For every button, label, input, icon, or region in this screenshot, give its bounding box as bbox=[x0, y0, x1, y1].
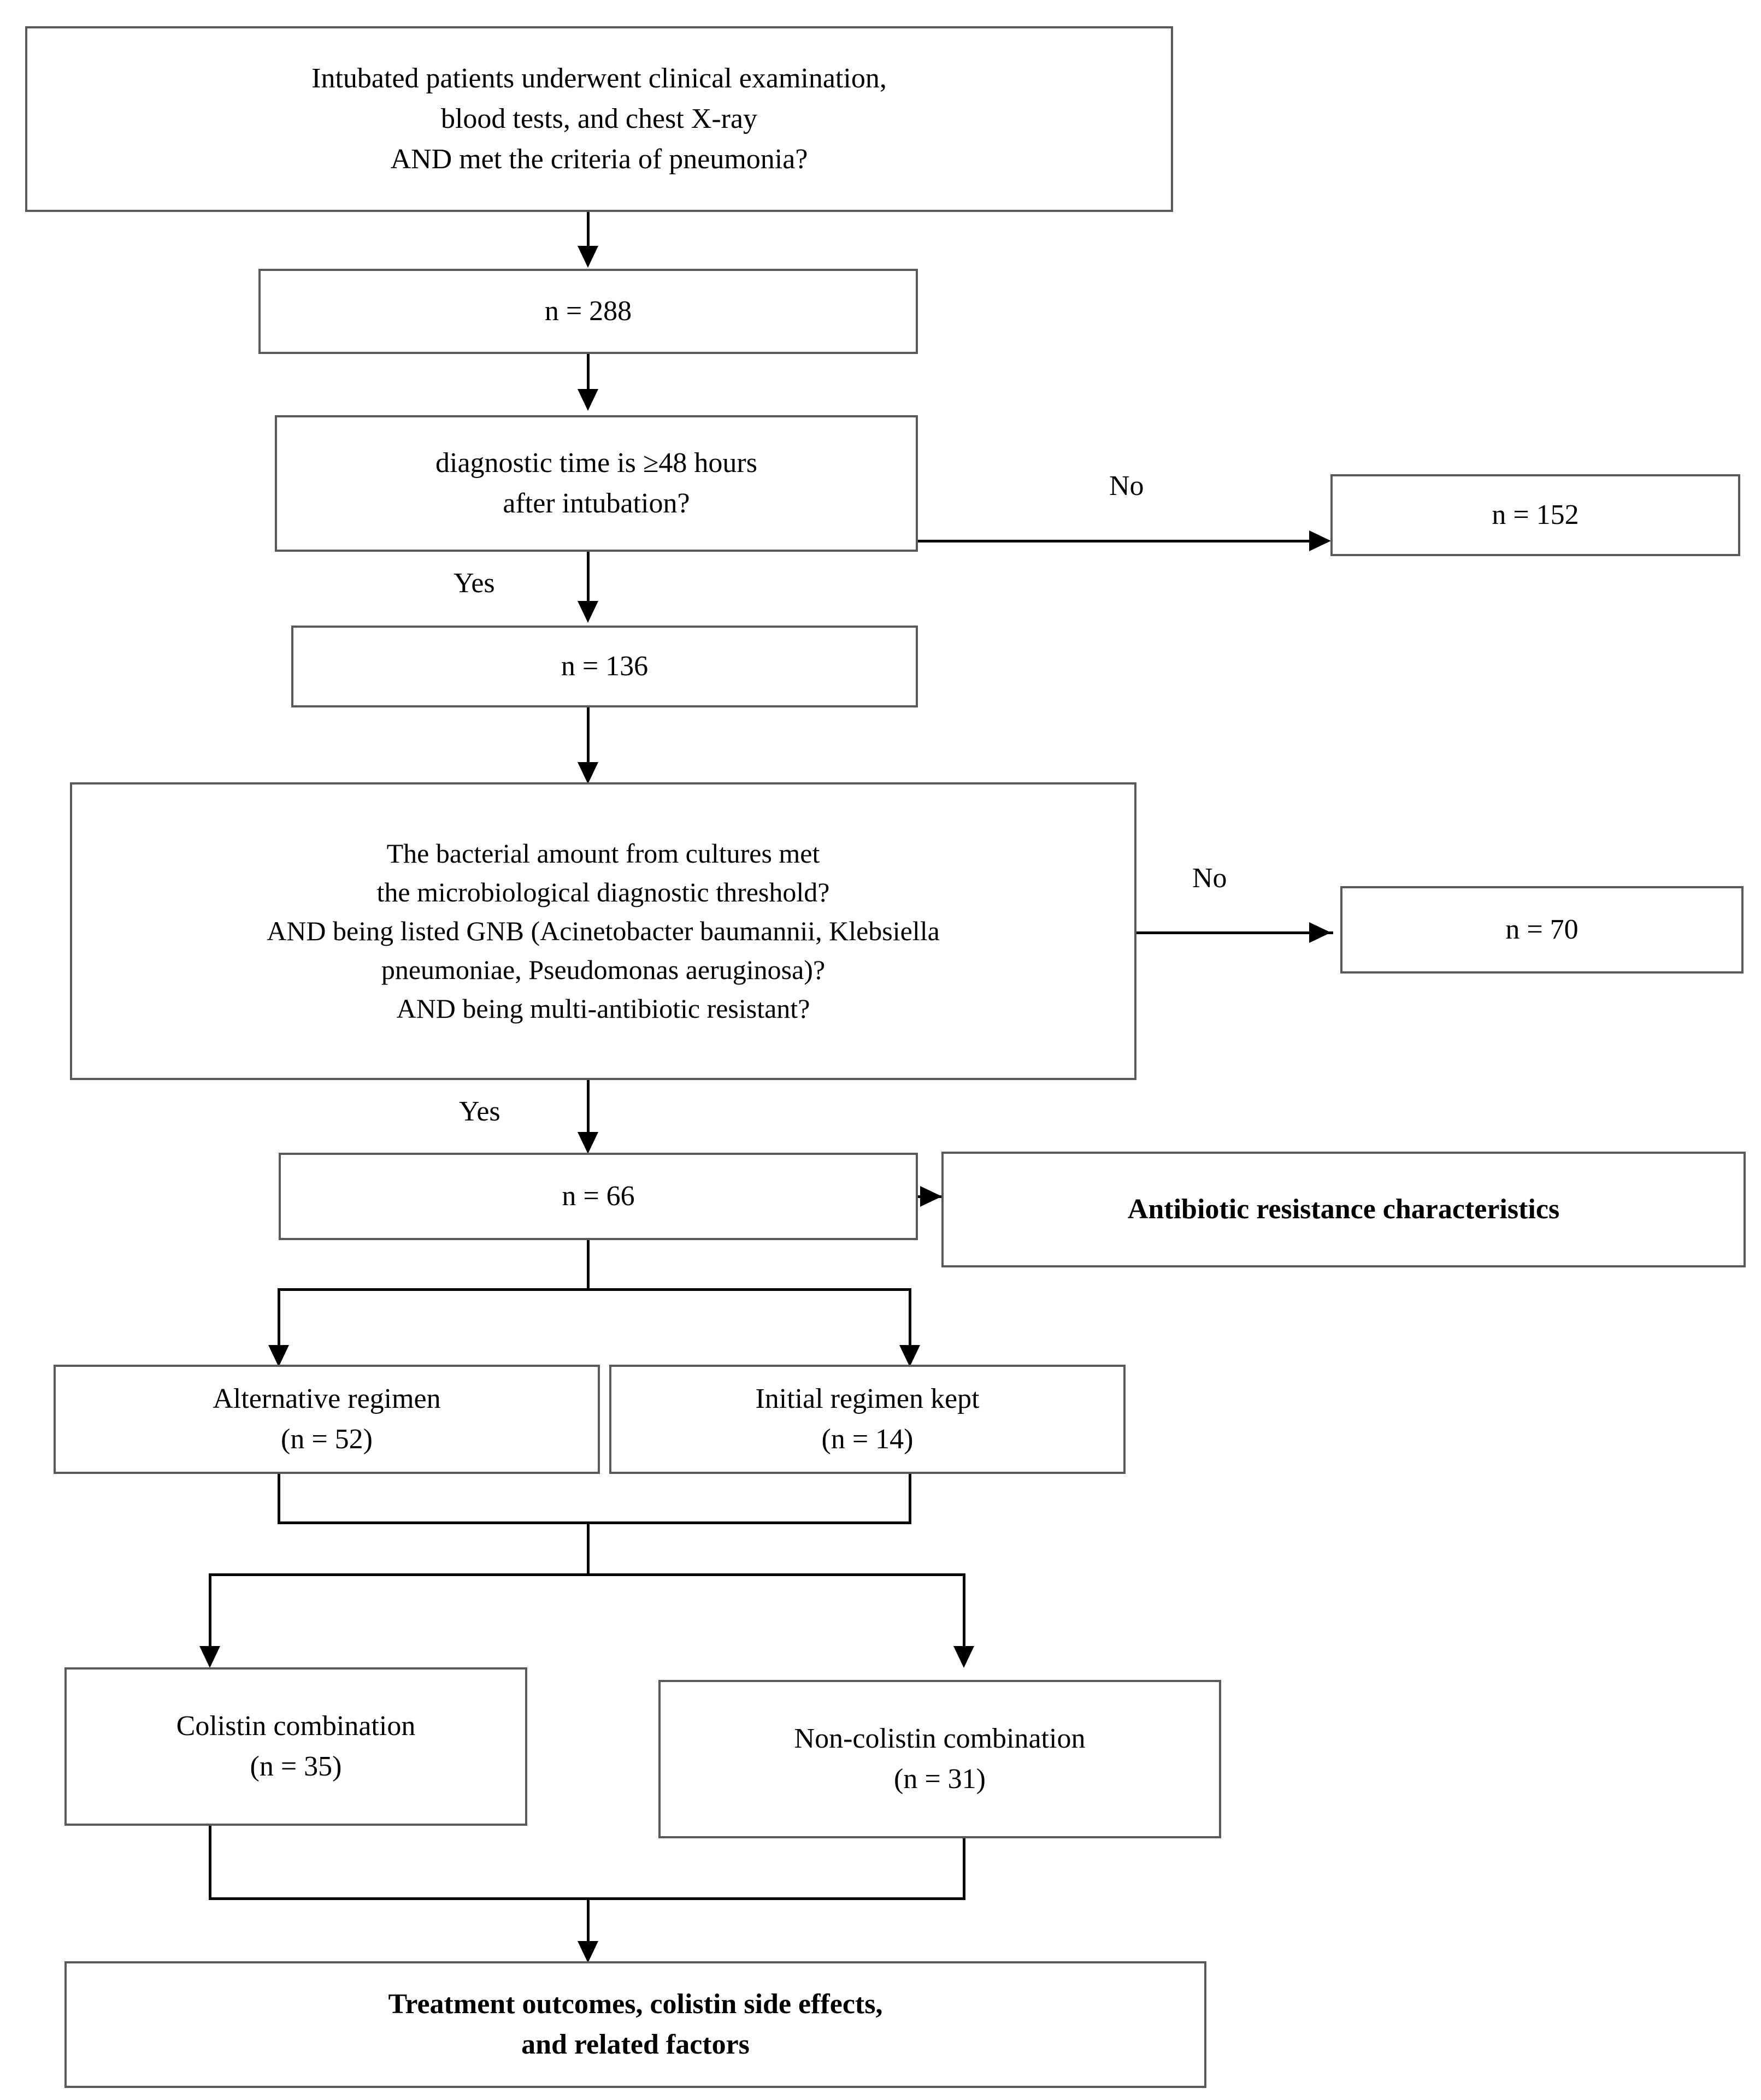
connector-combination-split-bar bbox=[209, 1573, 965, 1576]
node-micro-question: The bacterial amount from cultures met t… bbox=[70, 782, 1136, 1080]
connector-timing-to-n136 bbox=[587, 552, 590, 605]
arrowhead-to-outcomes bbox=[578, 1941, 598, 1963]
edge-label-timing-no: No bbox=[1109, 470, 1144, 502]
n288-italic-n: n bbox=[544, 296, 559, 327]
timing-line-2: after intubation? bbox=[503, 488, 690, 519]
outcomes-line-1: Treatment outcomes, colistin side effect… bbox=[388, 1989, 883, 2020]
non-colistin-combination-value: = 31) bbox=[924, 1763, 986, 1795]
node-screening-question: Intubated patients underwent clinical ex… bbox=[25, 26, 1173, 212]
node-colistin-combination: Colistin combination (n = 35) bbox=[64, 1667, 527, 1826]
micro-line-4-plain: )? bbox=[804, 954, 826, 985]
screening-line-1: Intubated patients underwent clinical ex… bbox=[311, 63, 887, 95]
node-treatment-outcomes: Treatment outcomes, colistin side effect… bbox=[64, 1961, 1206, 2088]
screening-line-2: blood tests, and chest X-ray bbox=[440, 103, 758, 135]
connector-micro-to-n70 bbox=[1136, 931, 1333, 934]
node-alternative-regimen: Alternative regimen (n = 52) bbox=[54, 1365, 600, 1474]
arrowhead-timing-to-n152 bbox=[1309, 530, 1331, 551]
colistin-combination-count: (n = 35) bbox=[250, 1751, 342, 1782]
initial-regimen-value: = 14) bbox=[852, 1424, 914, 1455]
n70-italic-n: n bbox=[1505, 914, 1520, 946]
node-n136: n = 136 bbox=[291, 626, 918, 707]
connector-outcomes-stem bbox=[587, 1897, 590, 1945]
micro-line-1: The bacterial amount from cultures met bbox=[386, 838, 820, 869]
initial-regimen-italic-n: n bbox=[831, 1424, 845, 1455]
connector-regimen-split-bar bbox=[278, 1288, 911, 1291]
colistin-combination-italic-n: n bbox=[259, 1751, 274, 1782]
node-n70: n = 70 bbox=[1340, 886, 1744, 974]
non-colistin-combination-title: Non-colistin combination bbox=[794, 1723, 1086, 1755]
connector-initial-regimen-down bbox=[909, 1474, 911, 1523]
connector-n66-stem bbox=[587, 1240, 590, 1289]
connector-alternative-regimen-down bbox=[278, 1474, 280, 1523]
alternative-regimen-count: (n = 52) bbox=[281, 1424, 373, 1455]
edge-label-micro-no: No bbox=[1192, 863, 1227, 894]
node-resistance-characteristics: Antibiotic resistance characteristics bbox=[941, 1152, 1746, 1267]
connector-to-non-colistin bbox=[963, 1573, 965, 1650]
edge-label-timing-yes: Yes bbox=[453, 568, 495, 599]
arrowhead-n136-to-micro bbox=[578, 762, 598, 784]
node-n66: n = 66 bbox=[279, 1153, 918, 1240]
alternative-regimen-italic-n: n bbox=[290, 1424, 305, 1455]
n152-italic-n: n bbox=[1492, 499, 1506, 531]
arrowhead-screening-to-n288 bbox=[578, 246, 598, 268]
connector-n288-to-timing bbox=[587, 354, 590, 391]
micro-line-3: AND being listed GNB (Acinetobacter baum… bbox=[80, 912, 1127, 951]
alternative-regimen-value: = 52) bbox=[311, 1424, 373, 1455]
n66-value: = 66 bbox=[583, 1181, 635, 1212]
screening-line-3: AND met the criteria of pneumonia? bbox=[390, 143, 808, 175]
micro-line-5: AND being multi-antibiotic resistant? bbox=[396, 993, 810, 1024]
micro-line-3-plain: AND being listed GNB ( bbox=[267, 916, 540, 946]
timing-line-1: diagnostic time is ≥48 hours bbox=[435, 447, 757, 479]
n136-italic-n: n bbox=[561, 651, 575, 682]
node-non-colistin-combination: Non-colistin combination (n = 31) bbox=[658, 1680, 1221, 1838]
connector-to-colistin bbox=[209, 1573, 211, 1650]
node-n288: n = 288 bbox=[258, 269, 918, 354]
connector-regimen-merge-stem bbox=[587, 1521, 590, 1576]
alternative-regimen-title: Alternative regimen bbox=[213, 1383, 441, 1415]
node-timing-question: diagnostic time is ≥48 hours after intub… bbox=[275, 415, 918, 552]
n66-italic-n: n bbox=[562, 1181, 576, 1212]
arrowhead-micro-to-n70 bbox=[1309, 922, 1331, 943]
connector-micro-to-n66 bbox=[587, 1080, 590, 1137]
arrowhead-n66-to-resistance bbox=[920, 1186, 942, 1207]
arrowhead-timing-to-n136 bbox=[578, 601, 598, 623]
micro-line-3-italic: Acinetobacter baumannii, Klebsiella bbox=[540, 916, 940, 946]
connector-non-colistin-down bbox=[963, 1838, 965, 1900]
connector-regimen-merge-bar bbox=[278, 1521, 911, 1524]
micro-line-4: pneumoniae, Pseudomonas aeruginosa)? bbox=[80, 951, 1127, 989]
colistin-combination-title: Colistin combination bbox=[176, 1710, 416, 1742]
connector-n136-to-micro bbox=[587, 707, 590, 768]
arrowhead-to-non-colistin bbox=[953, 1646, 974, 1668]
n152-value: = 152 bbox=[1513, 499, 1579, 531]
initial-regimen-title: Initial regimen kept bbox=[755, 1383, 980, 1415]
arrowhead-to-alternative-regimen bbox=[268, 1345, 289, 1367]
arrowhead-to-colistin bbox=[199, 1646, 220, 1668]
initial-regimen-count: (n = 14) bbox=[821, 1424, 914, 1455]
micro-line-4-italic: pneumoniae, Pseudomonas aeruginosa bbox=[381, 954, 804, 985]
node-initial-regimen: Initial regimen kept (n = 14) bbox=[609, 1365, 1126, 1474]
non-colistin-combination-count: (n = 31) bbox=[894, 1763, 986, 1795]
resistance-label: Antibiotic resistance characteristics bbox=[1127, 1194, 1560, 1225]
colistin-combination-value: = 35) bbox=[280, 1751, 342, 1782]
outcomes-line-2: and related factors bbox=[521, 2029, 750, 2060]
n288-value: = 288 bbox=[566, 296, 632, 327]
connector-colistin-down bbox=[209, 1826, 211, 1900]
connector-screening-to-n288 bbox=[587, 212, 590, 247]
node-n152: n = 152 bbox=[1330, 474, 1740, 556]
arrowhead-to-initial-regimen bbox=[899, 1345, 920, 1367]
arrowhead-micro-to-n66 bbox=[578, 1132, 598, 1154]
n70-value: = 70 bbox=[1527, 914, 1579, 946]
edge-label-micro-yes: Yes bbox=[459, 1096, 500, 1127]
connector-to-initial-regimen bbox=[909, 1288, 911, 1348]
connector-to-alternative-regimen bbox=[278, 1288, 280, 1348]
non-colistin-combination-italic-n: n bbox=[903, 1763, 918, 1795]
micro-line-2: the microbiological diagnostic threshold… bbox=[376, 877, 830, 907]
n136-value: = 136 bbox=[582, 651, 649, 682]
connector-timing-to-n152 bbox=[918, 540, 1311, 542]
arrowhead-n288-to-timing bbox=[578, 389, 598, 411]
